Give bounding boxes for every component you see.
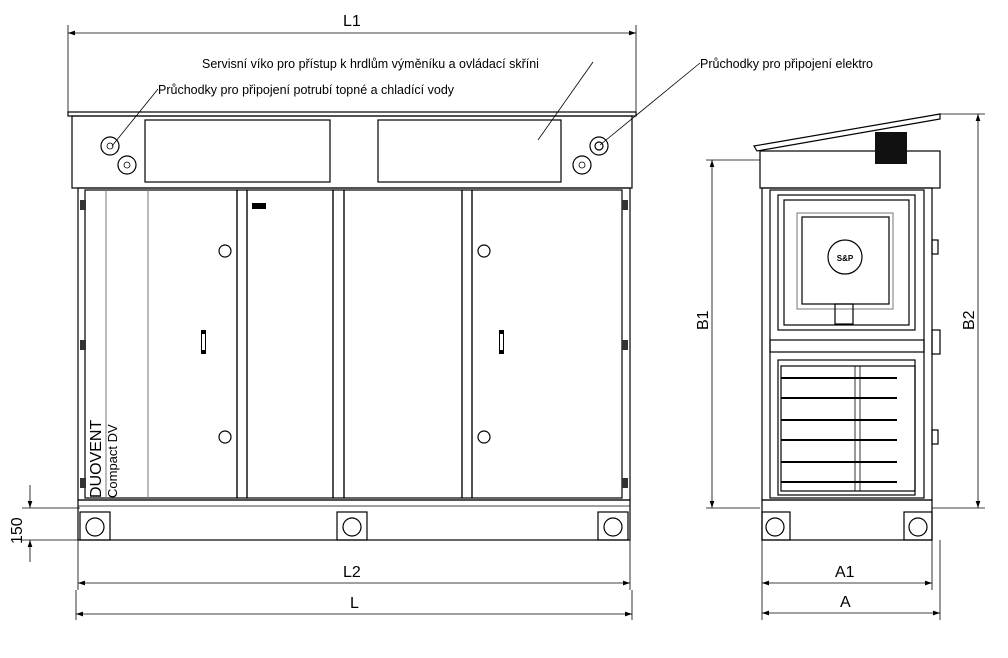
service-cover-right xyxy=(377,119,562,183)
dimension-A: A xyxy=(762,540,941,620)
pipe-passthrough-icons xyxy=(100,136,592,175)
dimension-label-150: 150 xyxy=(9,517,26,544)
fan-icon: S&P xyxy=(827,239,863,275)
dimension-L: L xyxy=(75,590,633,620)
dimension-label-l1: L1 xyxy=(343,13,361,30)
brand-name: DUOVENT xyxy=(88,420,105,498)
side-view: S&P xyxy=(753,113,941,541)
dimension-B2: B2 xyxy=(932,113,985,509)
base-lifting-holes xyxy=(79,511,629,541)
dimension-A1: A1 xyxy=(761,540,933,620)
damper-blades xyxy=(780,365,916,492)
annotation-electro-passthrough: Průchodky pro připojení elektro xyxy=(700,57,873,71)
electro-passthrough-icon xyxy=(589,136,609,156)
dimension-L1: L1 xyxy=(67,13,637,112)
dimension-label-b2: B2 xyxy=(961,310,978,330)
dimension-B1: B1 xyxy=(695,159,760,509)
dimension-label-a1: A1 xyxy=(835,564,855,581)
dimension-label-b1: B1 xyxy=(695,310,712,330)
brand-model: Compact DV xyxy=(105,424,120,498)
hinges xyxy=(80,200,628,488)
front-view: DUOVENT Compact DV xyxy=(67,111,637,541)
annotation-pipe-passthrough: Průchodky pro připojení potrubí topné a … xyxy=(158,83,455,97)
electro-box xyxy=(875,132,907,164)
service-cover-left xyxy=(144,119,331,183)
annotation-service-cover: Servisní víko pro přístup k hrdlům výměn… xyxy=(202,57,539,71)
dimension-label-a: A xyxy=(840,594,851,611)
dimension-L2: L2 xyxy=(77,540,631,590)
dimension-base-height: 150 xyxy=(9,485,80,562)
side-connectors xyxy=(931,239,941,445)
door-handles xyxy=(201,203,504,444)
dimension-label-l2: L2 xyxy=(343,564,361,581)
dimension-label-l: L xyxy=(350,595,359,612)
fan-logo: S&P xyxy=(837,254,854,263)
